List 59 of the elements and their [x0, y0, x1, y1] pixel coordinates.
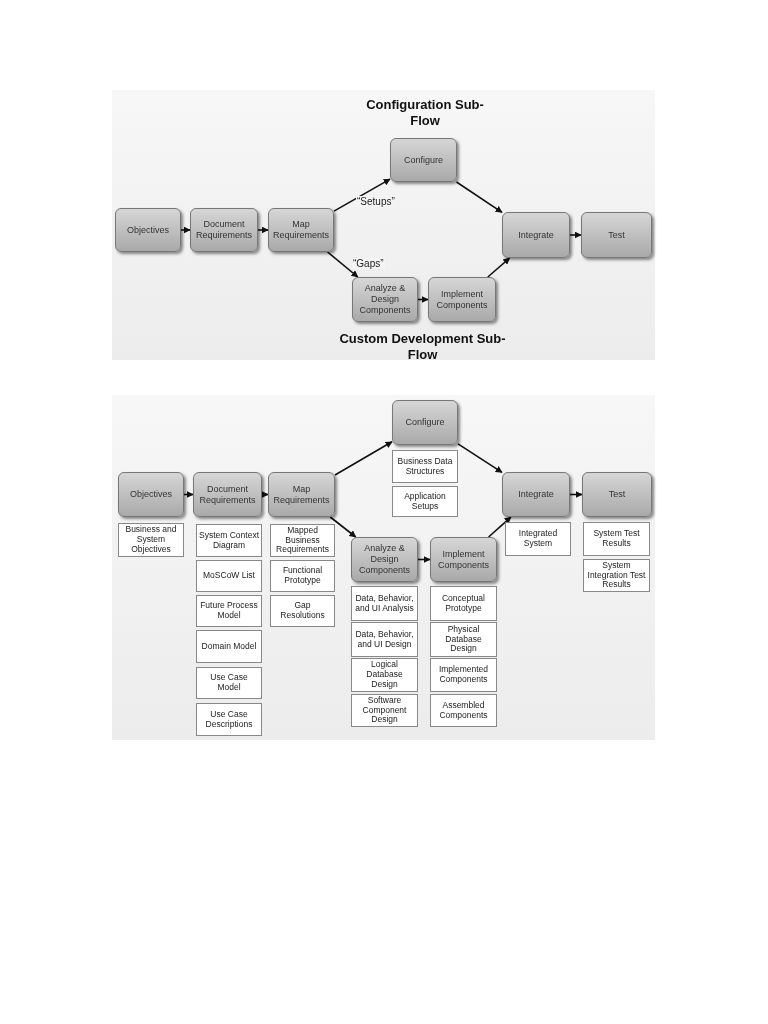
artifact-box: Domain Model [196, 630, 262, 663]
process-box: Map Requirements [268, 472, 335, 517]
arrow [569, 491, 583, 498]
sub-flow-heading: Custom Development Sub-Flow [338, 331, 507, 363]
artifact-box: Functional Prototype [270, 560, 335, 592]
artifact-box: Conceptual Prototype [430, 586, 497, 621]
arrow [329, 516, 357, 538]
process-box: Analyze & Design Components [351, 537, 418, 582]
arrow [455, 181, 503, 214]
process-box: Configure [390, 138, 457, 182]
arrow [326, 251, 359, 278]
arrow [180, 226, 191, 234]
artifact-box: Implemented Components [430, 658, 497, 692]
process-box: Configure [392, 400, 458, 445]
edge-label: “Setups” [356, 196, 396, 207]
artifact-box: Software Component Design [351, 694, 418, 727]
artifact-box: Future Process Model [196, 595, 262, 627]
artifact-box: Application Setups [392, 486, 458, 517]
arrow [487, 516, 512, 538]
process-box: Objectives [115, 208, 181, 252]
artifact-box: Mapped Business Requirements [270, 524, 335, 557]
process-box: Objectives [118, 472, 184, 517]
artifact-box: Data, Behavior, and UI Design [351, 622, 418, 657]
artifact-box: Physical Database Design [430, 622, 497, 657]
process-box: Test [581, 212, 652, 258]
process-box: Implement Components [430, 537, 497, 582]
process-box: Analyze & Design Components [352, 277, 418, 322]
artifact-box: MoSCoW List [196, 560, 262, 592]
artifact-box: Use Case Model [196, 667, 262, 699]
process-box: Document Requirements [193, 472, 262, 517]
artifact-box: Use Case Descriptions [196, 703, 262, 736]
arrow [183, 491, 194, 498]
artifact-box: Data, Behavior, and UI Analysis [351, 586, 418, 621]
artifact-box: System Context Diagram [196, 524, 262, 557]
process-box: Test [582, 472, 652, 517]
process-box: Integrate [502, 472, 570, 517]
artifact-box: System Integration Test Results [583, 559, 650, 592]
arrow [417, 296, 429, 303]
edge-label: “Gaps” [352, 258, 385, 269]
artifact-box: Integrated System [505, 522, 571, 556]
sub-flow-heading: Configuration Sub-Flow [365, 97, 485, 129]
process-box: Integrate [502, 212, 570, 258]
arrow [457, 443, 503, 474]
arrow [417, 556, 431, 563]
process-box: Map Requirements [268, 208, 334, 252]
arrow [334, 440, 393, 476]
arrow [257, 226, 269, 234]
arrow [333, 178, 391, 212]
artifact-box: Business and System Objectives [118, 523, 184, 557]
arrow [569, 231, 582, 239]
arrow [261, 491, 269, 498]
artifact-box: Assembled Components [430, 694, 497, 727]
artifact-box: Gap Resolutions [270, 595, 335, 627]
artifact-box: Logical Database Design [351, 658, 418, 692]
process-box: Implement Components [428, 277, 496, 322]
artifact-box: System Test Results [583, 522, 650, 556]
artifact-box: Business Data Structures [392, 450, 458, 483]
arrow [487, 257, 511, 278]
process-box: Document Requirements [190, 208, 258, 252]
